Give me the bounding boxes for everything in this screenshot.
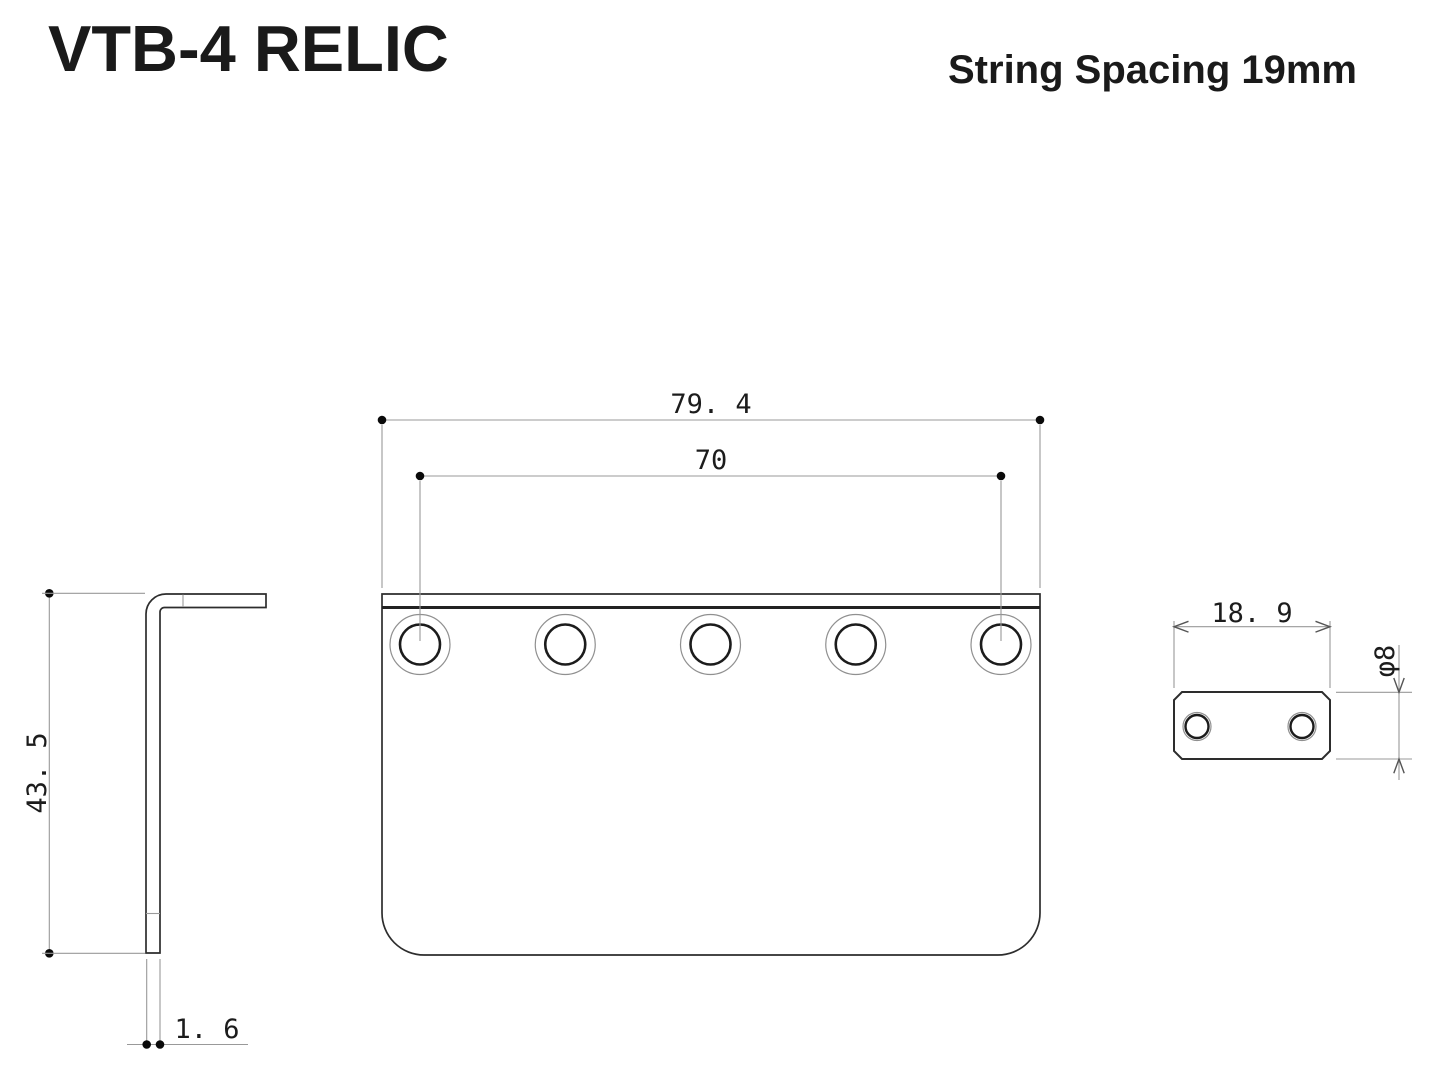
arrowhead-down [1393,677,1405,695]
detail-hole-2 [1287,711,1317,742]
dim-end-dot [996,471,1006,481]
dim-hole-span: 70 [415,445,1006,641]
string-hole-inner-ring [834,623,878,666]
dim-end-dot [142,1040,151,1049]
string-hole-3 [679,613,742,676]
dim-plate-thickness-label: 1. 6 [174,1014,239,1045]
dim-end-dot [155,1040,165,1049]
front-view-outline [381,593,1041,956]
string-hole-outer-ring [825,613,887,676]
arrowhead-right [1315,620,1333,633]
dim-overall-width-label: 79. 4 [670,389,751,420]
arrowhead-left [1171,620,1189,633]
string-hole-outer-ring [679,613,742,676]
dim-hole-diameter: φ8 [1336,645,1412,780]
string-spacing-subtitle: String Spacing 19mm [948,48,1357,92]
dim-end-dot [415,471,425,481]
detail-view [1173,691,1331,760]
side-view-outline [145,593,267,954]
string-hole-outer-ring [534,613,596,676]
detail-view-outline [1173,691,1331,760]
dim-side-height: 43. 5 [22,589,145,958]
dim-overall-width: 79. 4 [377,389,1045,588]
detail-hole-outer-ring [1287,711,1317,742]
page-title: VTB-4 RELIC [48,12,449,85]
detail-hole-inner-ring [1289,713,1315,740]
dim-detail-width: 18. 9 [1171,598,1333,688]
dim-end-dot [377,415,387,425]
string-hole-inner-ring [543,623,587,666]
dim-end-dot [1035,415,1045,425]
arrowhead-up [1393,756,1405,774]
dim-plate-thickness: 1. 6 [127,959,248,1049]
detail-hole-1 [1182,711,1212,742]
front-view [381,593,1041,956]
dim-detail-width-label: 18. 9 [1211,598,1292,629]
dim-hole-diameter-label: φ8 [1370,645,1401,678]
dim-side-height-label: 43. 5 [22,732,53,813]
dim-hole-span-label: 70 [695,445,728,476]
detail-hole-inner-ring [1184,713,1210,740]
string-hole-2 [534,613,596,676]
string-hole-4 [825,613,887,676]
side-view [145,593,267,954]
detail-hole-outer-ring [1182,711,1212,742]
string-hole-inner-ring [689,623,732,666]
